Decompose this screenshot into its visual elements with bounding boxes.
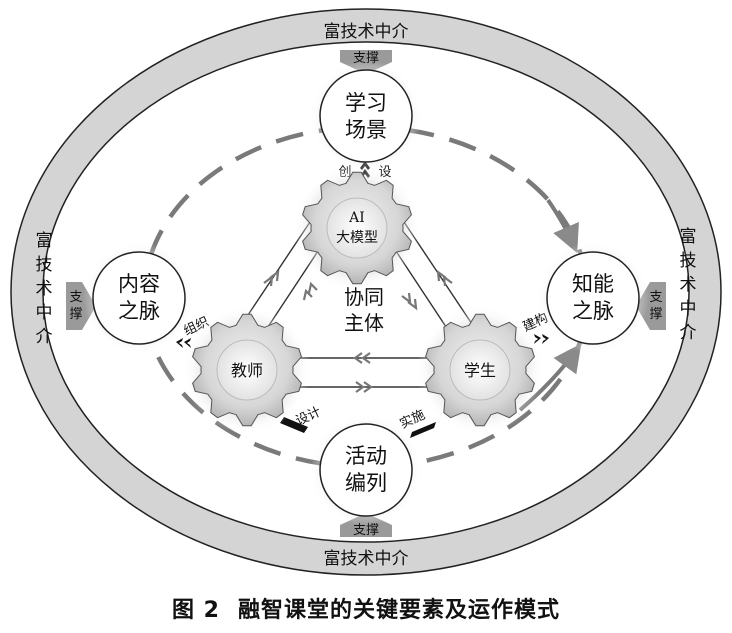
svg-text:内容: 内容 (118, 272, 160, 296)
center-label-line2: 主体 (344, 311, 384, 335)
svg-text:技: 技 (680, 251, 697, 271)
figure-title: 融智课堂的关键要素及运作模式 (237, 598, 560, 623)
ring-label-top: 富技术中介 (324, 22, 409, 42)
svg-text:支: 支 (69, 290, 82, 305)
center-label-line1: 协同 (344, 285, 384, 309)
svg-text:富: 富 (680, 227, 697, 247)
gear-ai-label-line1: AI (348, 210, 365, 226)
svg-text:技: 技 (36, 255, 53, 275)
svg-text:之脉: 之脉 (118, 299, 160, 323)
svg-text:术: 术 (36, 279, 53, 299)
svg-text:场景: 场景 (345, 118, 387, 142)
gear-hub (449, 339, 511, 401)
svg-text:撑: 撑 (649, 307, 662, 322)
gear-hub (326, 197, 388, 259)
node-content-vein: 内容 之脉 (83, 242, 195, 354)
ring-label-left: 富技 术中 介 (36, 231, 53, 347)
svg-text:知能: 知能 (572, 272, 614, 296)
svg-text:编列: 编列 (345, 471, 387, 495)
gear-student (416, 306, 544, 434)
svg-text:介: 介 (36, 327, 53, 347)
svg-text:富: 富 (36, 231, 53, 251)
ring-label-bottom: 富技术中介 (324, 549, 409, 569)
node-knowledge-vein: 知能 之脉 (537, 242, 649, 354)
svg-text:之脉: 之脉 (572, 299, 614, 323)
gear-ai-label-line2: 大模型 (336, 230, 378, 246)
figure-caption: 图 2 融智课堂的关键要素及运作模式 (0, 592, 732, 624)
gear-hub (216, 339, 278, 401)
svg-text:支撑: 支撑 (353, 523, 379, 538)
gear-teacher (183, 306, 311, 434)
cycle-arrow-top-right (546, 198, 579, 254)
gear-student-label: 学生 (464, 361, 496, 380)
svg-text:介: 介 (680, 323, 697, 343)
svg-text:中: 中 (36, 303, 53, 323)
ring-label-right: 富技 术中 介 (680, 227, 697, 343)
svg-text:活动: 活动 (345, 444, 387, 468)
gear-ai-model (293, 164, 421, 292)
node-learning-scene: 学习 场景 (310, 60, 422, 172)
svg-text:中: 中 (680, 299, 697, 319)
svg-text:撑: 撑 (69, 307, 82, 322)
figure-number: 图 2 (172, 598, 220, 623)
diagram-canvas: 富技术中介 富技术中介 富技 术中 介 富技 术中 介 支撑 支撑 支 撑 支 … (10, 8, 722, 576)
gear-teacher-label: 教师 (231, 361, 263, 380)
svg-text:学习: 学习 (345, 91, 387, 115)
svg-text:支: 支 (649, 290, 662, 305)
node-activity-arrangement: 活动 编列 (310, 414, 422, 526)
svg-text:术: 术 (680, 275, 697, 295)
link-chevrons (263, 269, 453, 393)
